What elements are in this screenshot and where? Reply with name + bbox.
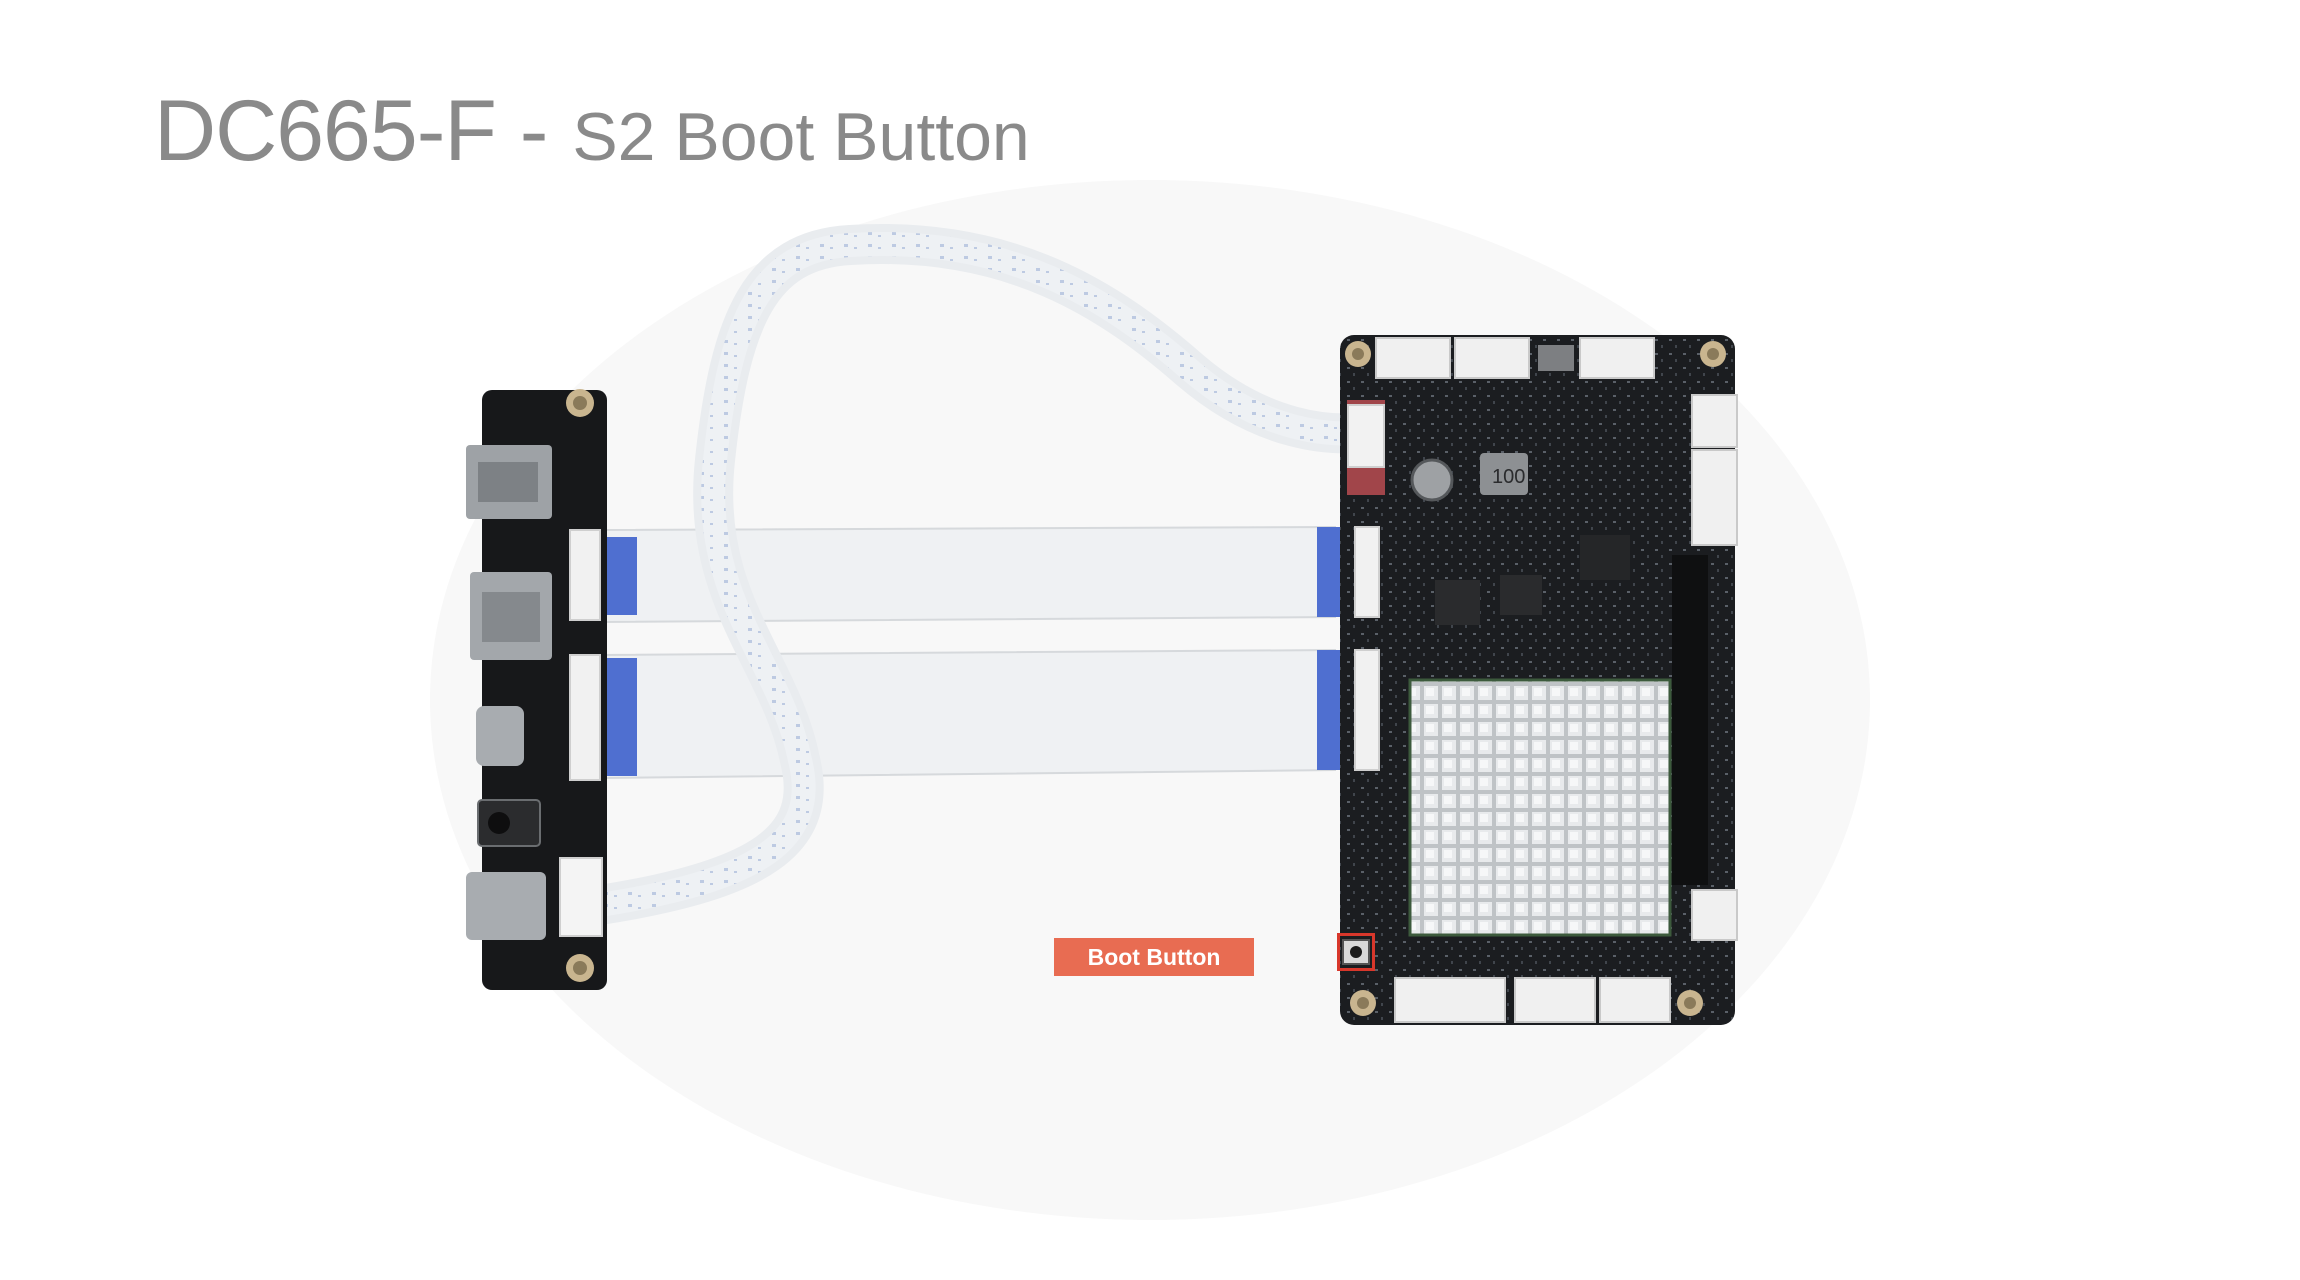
heatsink: [1408, 678, 1672, 937]
ribbon-cable-bottom: [597, 648, 1359, 780]
slide-title-sub: S2 Boot Button: [572, 99, 1030, 175]
wire-connector: [1347, 404, 1385, 468]
io-wire-connector: [559, 857, 603, 937]
slide-title-separator: -: [495, 83, 573, 179]
boot-button-callout: Boot Button: [1054, 938, 1254, 976]
io-connector-bottom: [569, 654, 601, 781]
io-board: [466, 389, 607, 990]
dc-port: [466, 872, 546, 940]
slide-title: DC665-F - S2 Boot Button: [154, 88, 1030, 174]
slide-title-main: DC665-F: [154, 83, 497, 179]
inductor-label: 100: [1492, 466, 1525, 488]
boot-button-highlight: [1337, 933, 1375, 971]
usb-c-port: [476, 706, 524, 766]
main-board: 100: [1340, 335, 1738, 1025]
io-connector-top: [569, 529, 601, 621]
